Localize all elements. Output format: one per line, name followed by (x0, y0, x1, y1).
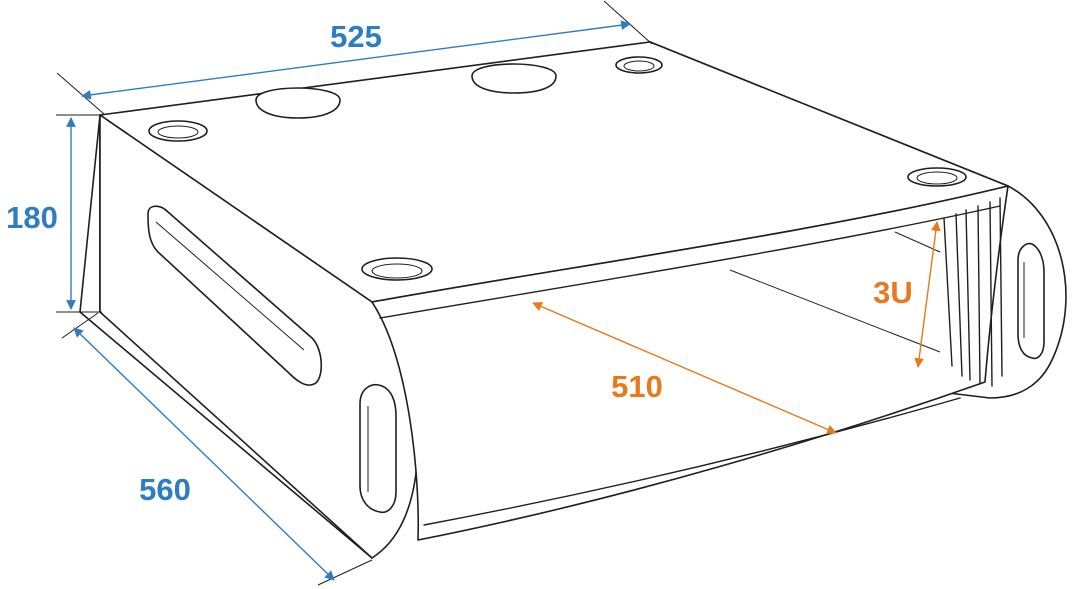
opening-bottom-lip (423, 397, 961, 526)
inner-depth-dimension-arrow (532, 301, 837, 435)
width-extension-left (56, 72, 105, 115)
width-dimension-arrow (81, 20, 631, 100)
depth-dimension-arrow (73, 327, 335, 581)
dimension-lines (56, 0, 941, 586)
depth-extension-top (61, 312, 99, 339)
depth-extension-bottom (317, 559, 373, 586)
width-label: 525 (330, 19, 382, 54)
right-handle-slot (1017, 242, 1045, 360)
stacking-cup-front-right (907, 167, 967, 187)
back-notch-right (471, 63, 557, 94)
inner-depth-label: 510 (611, 369, 663, 404)
front-handle-slot (359, 384, 397, 514)
back-notch-left (255, 87, 341, 119)
height-label: 180 (6, 200, 58, 235)
rack-case (79, 41, 1067, 559)
stacking-cup-front-left (361, 257, 433, 281)
depth-label: 560 (139, 472, 191, 507)
width-extension-right (603, 0, 653, 45)
rack-units-label: 3U (873, 275, 913, 310)
rack-height-dimension-arrow (914, 221, 941, 368)
rack-rails (943, 197, 1003, 387)
